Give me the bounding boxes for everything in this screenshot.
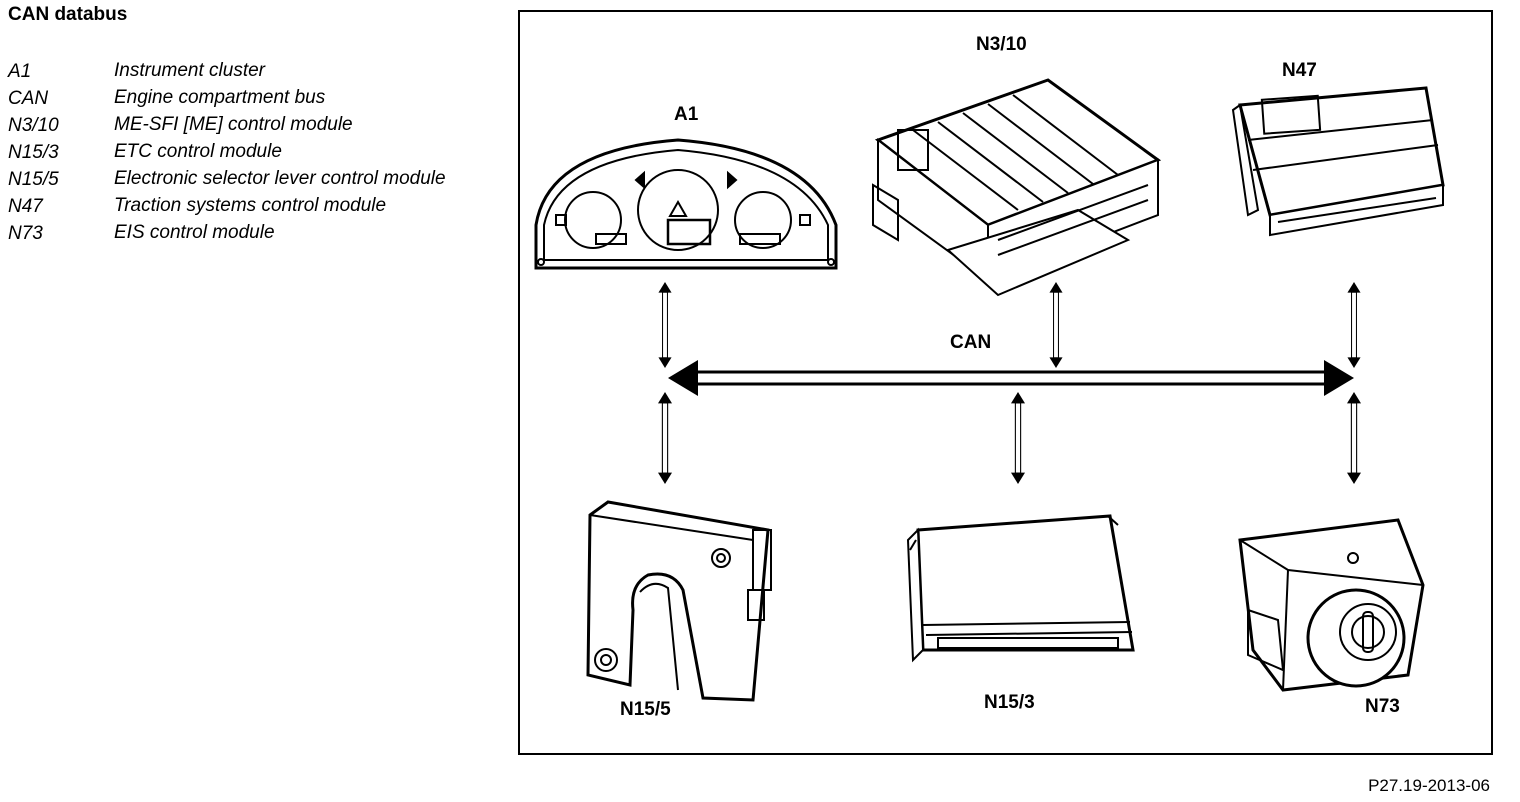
legend-code: N3/10 [8,115,59,136]
control-module-n15-3 [906,514,1135,663]
legend-description: EIS control module [114,222,275,243]
figure-reference: P27.19-2013-06 [1368,776,1490,795]
label-n3-10: N3/10 [976,34,1027,55]
legend-row: N15/5 Electronic selector lever control m… [8,166,488,193]
can-bus-diagram: CAN A1 N3/10 [534,34,1445,720]
legend-row: N15/3 ETC control module [8,139,488,166]
legend-code: N15/3 [8,142,59,163]
legend-code: A1 [8,61,32,82]
label-n15-5: N15/5 [620,699,671,720]
legend-code: CAN [8,88,49,109]
label-n47: N47 [1282,60,1317,81]
legend-code: N15/5 [8,169,59,190]
legend-row: CAN Engine compartment bus [8,85,488,112]
control-module-n3-10 [872,78,1162,297]
control-module-n73 [1238,518,1425,692]
legend-description: Electronic selector lever control module [114,168,446,189]
arrow-n47 [1346,282,1362,368]
label-a1: A1 [674,104,699,125]
legend-row: N73 EIS control module [8,220,488,247]
legend-description: ME-SFI [ME] control module [114,114,353,135]
label-n73: N73 [1365,696,1400,717]
legend-row: N3/10 ME-SFI [ME] control module [8,112,488,139]
can-bus-line [668,360,1354,396]
legend-row: N47 Traction systems control module [8,193,488,220]
label-n15-3: N15/3 [984,692,1035,713]
legend-code: N73 [8,223,43,244]
arrow-n73 [1345,392,1363,484]
control-module-n15-5 [586,500,772,702]
arrow-n15-5 [656,392,674,484]
legend-description: Instrument cluster [114,60,265,81]
instrument-cluster-a1 [534,138,838,270]
can-bus-label: CAN [950,332,991,353]
legend-description: Engine compartment bus [114,87,326,108]
arrow-n15-3 [1009,392,1027,484]
arrow-n3-10 [1048,282,1064,368]
control-module-n47 [1231,86,1445,237]
legend-description: ETC control module [114,141,282,162]
legend-code: N47 [8,196,43,217]
page-title: CAN databus [8,4,128,25]
legend-row: A1 Instrument cluster [8,58,488,85]
legend: A1 Instrument cluster CAN Engine compartme… [8,58,488,247]
arrow-a1 [657,282,673,368]
legend-description: Traction systems control module [114,195,387,216]
diagram-frame [518,10,1493,755]
